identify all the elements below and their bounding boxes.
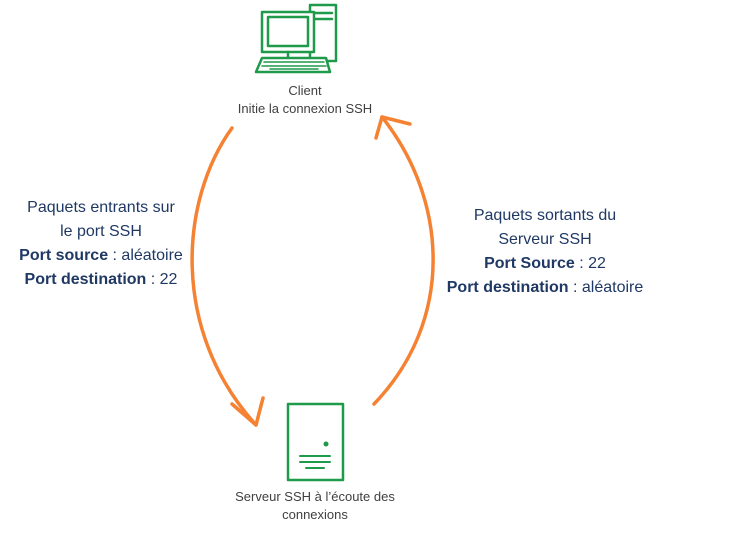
client-name: Client xyxy=(288,83,322,98)
incoming-line1: Paquets entrants sur xyxy=(27,199,175,216)
outgoing-source-label: Port Source xyxy=(484,255,575,272)
incoming-source-value: : aléatoire xyxy=(108,247,183,264)
incoming-destination-value: : 22 xyxy=(146,271,178,288)
incoming-destination-label: Port destination xyxy=(24,271,147,288)
outgoing-line2: Serveur SSH xyxy=(498,231,592,248)
incoming-source-label: Port source xyxy=(19,247,109,264)
server-caption-line2: connexions xyxy=(282,507,348,522)
server-caption: Serveur SSH à l’écoute des connexions xyxy=(200,488,430,524)
outgoing-packets-arrow xyxy=(372,115,435,406)
incoming-packets-arrow xyxy=(190,126,265,427)
outgoing-packets-label: Paquets sortants du Serveur SSH Port Sou… xyxy=(425,204,665,300)
client-caption: Client Initie la connexion SSH xyxy=(210,82,400,118)
outgoing-destination-port: Port destination : aléatoire xyxy=(425,276,665,300)
incoming-source-port: Port source : aléatoire xyxy=(0,244,202,268)
incoming-line2: le port SSH xyxy=(60,223,142,240)
outgoing-destination-value: : aléatoire xyxy=(568,279,644,296)
incoming-destination-port: Port destination : 22 xyxy=(0,268,202,292)
desktop-computer-icon xyxy=(254,3,338,74)
server-tower-icon xyxy=(286,402,345,482)
outgoing-line1: Paquets sortants du xyxy=(473,207,617,224)
server-caption-line1: Serveur SSH à l’écoute des xyxy=(235,489,395,504)
outgoing-destination-label: Port destination xyxy=(446,279,569,296)
outgoing-source-port: Port Source : 22 xyxy=(425,252,665,276)
incoming-packets-label: Paquets entrants sur le port SSH Port so… xyxy=(0,196,202,292)
outgoing-source-value: : 22 xyxy=(574,255,606,272)
client-subtitle: Initie la connexion SSH xyxy=(237,101,373,116)
